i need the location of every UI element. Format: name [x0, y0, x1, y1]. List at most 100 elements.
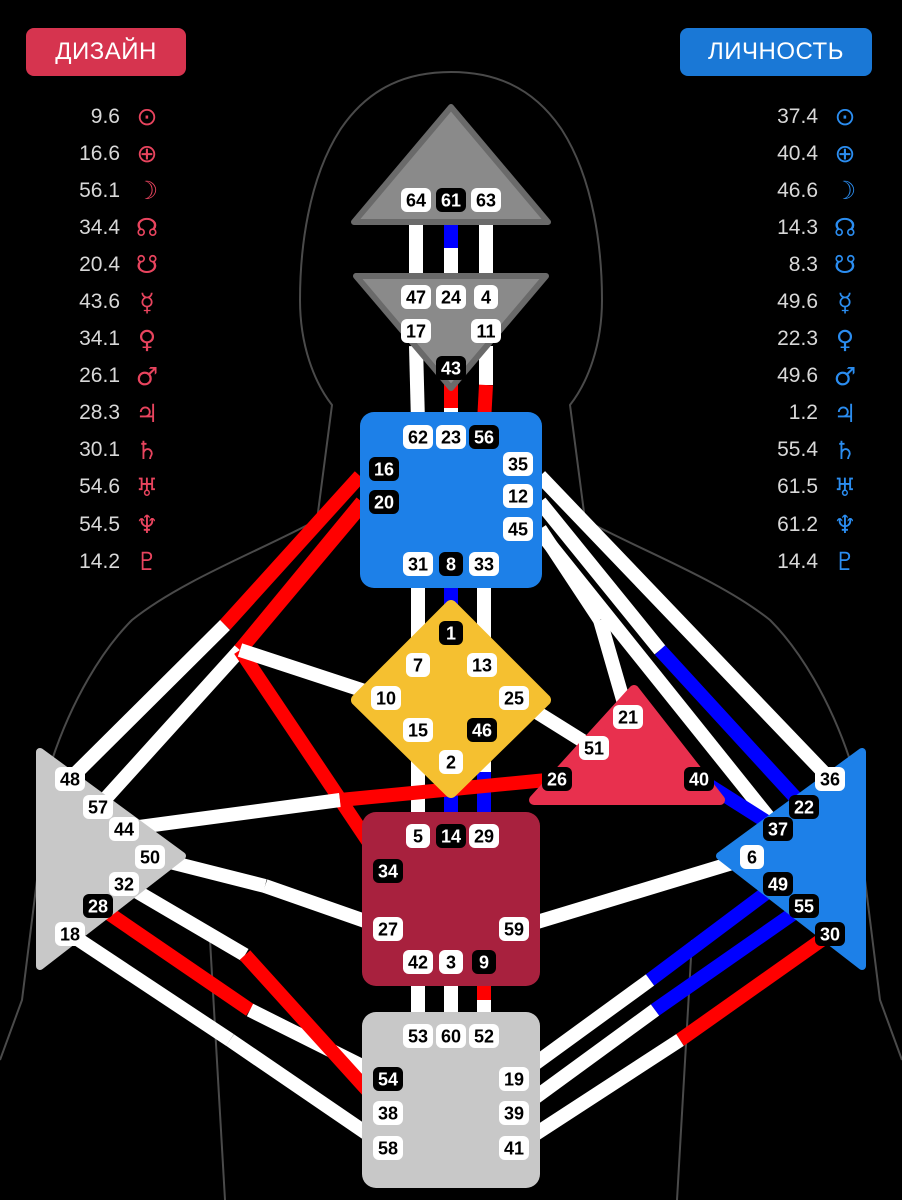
- gate-7[interactable]: 7: [406, 653, 430, 677]
- gate-19[interactable]: 19: [499, 1067, 529, 1091]
- gate-39[interactable]: 39: [499, 1101, 529, 1125]
- channel-segment: [654, 645, 810, 812]
- gate-number: 24: [441, 288, 461, 308]
- gate-22[interactable]: 22: [789, 795, 819, 819]
- gate-number: 48: [60, 770, 80, 790]
- channel-segment: [123, 793, 341, 836]
- venus-icon: ♀: [137, 324, 157, 354]
- gate-14[interactable]: 14: [436, 824, 466, 848]
- gate-56[interactable]: 56: [469, 425, 499, 449]
- gate-46[interactable]: 46: [467, 718, 497, 742]
- planet-value: 54.5: [79, 512, 120, 536]
- gate-18[interactable]: 18: [55, 922, 85, 946]
- gate-25[interactable]: 25: [499, 686, 529, 710]
- gate-5[interactable]: 5: [406, 824, 430, 848]
- gate-badge: [109, 872, 139, 896]
- channel-segment: [92, 645, 246, 812]
- gate-16[interactable]: 16: [369, 457, 399, 481]
- design-button[interactable]: ДИЗАЙН: [26, 28, 186, 76]
- root-center[interactable]: [362, 1012, 540, 1188]
- gate-23[interactable]: 23: [436, 425, 466, 449]
- gate-38[interactable]: 38: [373, 1101, 403, 1125]
- gate-8[interactable]: 8: [439, 552, 463, 576]
- gate-21[interactable]: 21: [613, 705, 643, 729]
- gate-number: 20: [374, 493, 394, 513]
- gate-badge: [503, 484, 533, 508]
- gate-badge: [373, 1101, 403, 1125]
- gate-44[interactable]: 44: [109, 817, 139, 841]
- gate-13[interactable]: 13: [467, 653, 497, 677]
- gate-51[interactable]: 51: [579, 736, 609, 760]
- gate-1[interactable]: 1: [439, 621, 463, 645]
- gate-number: 56: [474, 428, 494, 448]
- gate-31[interactable]: 31: [403, 552, 433, 576]
- gate-37[interactable]: 37: [763, 817, 793, 841]
- gate-9[interactable]: 9: [472, 950, 496, 974]
- gate-32[interactable]: 32: [109, 872, 139, 896]
- pluto-icon: ♇: [135, 547, 159, 577]
- gate-49[interactable]: 49: [763, 872, 793, 896]
- throat-center[interactable]: [360, 412, 542, 588]
- gate-33[interactable]: 33: [469, 552, 499, 576]
- gate-57[interactable]: 57: [83, 795, 113, 819]
- gate-36[interactable]: 36: [815, 767, 845, 791]
- gate-30[interactable]: 30: [815, 922, 845, 946]
- gate-20[interactable]: 20: [369, 490, 399, 514]
- gate-number: 5: [413, 827, 423, 847]
- personality-button[interactable]: ЛИЧНОСТЬ: [680, 28, 872, 76]
- gate-badge: [373, 1067, 403, 1091]
- gate-52[interactable]: 52: [469, 1024, 499, 1048]
- gate-6[interactable]: 6: [740, 845, 764, 869]
- gate-badge: [439, 950, 463, 974]
- gate-59[interactable]: 59: [499, 917, 529, 941]
- gate-40[interactable]: 40: [684, 767, 714, 791]
- planet-row: 46.6☽: [722, 172, 862, 209]
- gate-number: 19: [504, 1070, 524, 1090]
- gate-55[interactable]: 55: [789, 894, 819, 918]
- gate-58[interactable]: 58: [373, 1136, 403, 1160]
- gate-63[interactable]: 63: [471, 188, 501, 212]
- gate-number: 50: [140, 848, 160, 868]
- gate-number: 44: [114, 820, 134, 840]
- gate-2[interactable]: 2: [439, 750, 463, 774]
- gate-43[interactable]: 43: [436, 356, 466, 380]
- gate-17[interactable]: 17: [401, 319, 431, 343]
- gate-64[interactable]: 64: [401, 188, 431, 212]
- gate-28[interactable]: 28: [83, 894, 113, 918]
- gate-53[interactable]: 53: [403, 1024, 433, 1048]
- gate-61[interactable]: 61: [436, 188, 466, 212]
- gate-15[interactable]: 15: [403, 718, 433, 742]
- body-silhouette: [0, 70, 902, 1200]
- gate-badge: [55, 767, 85, 791]
- gate-number: 17: [406, 322, 426, 342]
- gate-number: 42: [408, 953, 428, 973]
- gate-24[interactable]: 24: [436, 285, 466, 309]
- gate-54[interactable]: 54: [373, 1067, 403, 1091]
- g-center[interactable]: [351, 600, 551, 798]
- gate-4[interactable]: 4: [474, 285, 498, 309]
- gate-27[interactable]: 27: [373, 917, 403, 941]
- planet-row: 14.2♇: [24, 543, 164, 580]
- sacral-center[interactable]: [362, 812, 540, 986]
- gate-12[interactable]: 12: [503, 484, 533, 508]
- gate-47[interactable]: 47: [401, 285, 431, 309]
- gate-3[interactable]: 3: [439, 950, 463, 974]
- gate-60[interactable]: 60: [436, 1024, 466, 1048]
- gate-41[interactable]: 41: [499, 1136, 529, 1160]
- gate-26[interactable]: 26: [542, 767, 572, 791]
- gate-badge: [471, 319, 501, 343]
- gate-35[interactable]: 35: [503, 452, 533, 476]
- gate-62[interactable]: 62: [403, 425, 433, 449]
- gate-badge: [371, 686, 401, 710]
- gate-10[interactable]: 10: [371, 686, 401, 710]
- gate-badge: [403, 425, 433, 449]
- gate-11[interactable]: 11: [471, 319, 501, 343]
- gate-45[interactable]: 45: [503, 517, 533, 541]
- gate-badge: [613, 705, 643, 729]
- gate-29[interactable]: 29: [469, 824, 499, 848]
- gate-50[interactable]: 50: [135, 845, 165, 869]
- gate-34[interactable]: 34: [373, 859, 403, 883]
- gate-42[interactable]: 42: [403, 950, 433, 974]
- planet-row: 56.1☽: [24, 172, 164, 209]
- gate-48[interactable]: 48: [55, 767, 85, 791]
